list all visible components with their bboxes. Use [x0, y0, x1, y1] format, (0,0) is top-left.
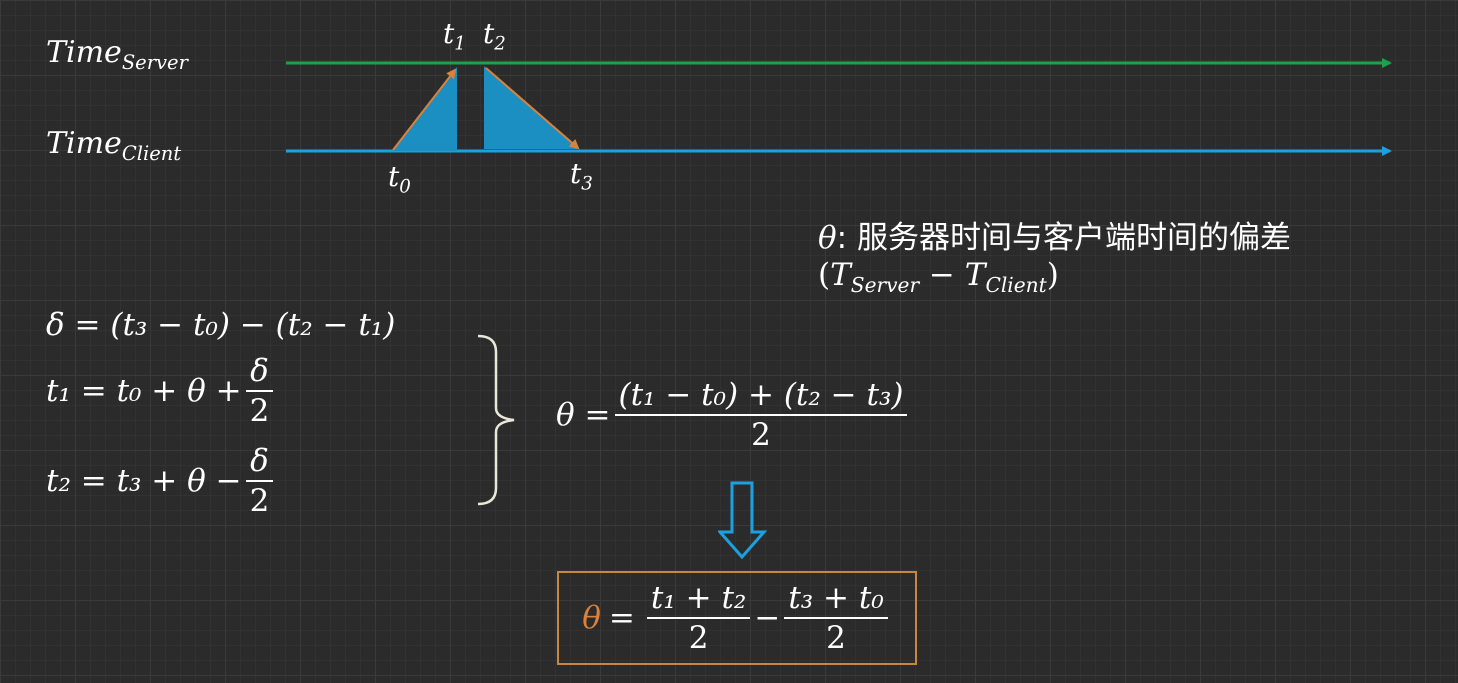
- theta-definition-expression: (TServer − TClient): [818, 257, 1059, 298]
- delta-over-two: δ 2: [246, 446, 274, 517]
- t3-label: t3: [570, 157, 593, 195]
- result-theta: θ: [582, 599, 601, 636]
- t1-equation: t₁ = t₀ + θ + δ 2: [46, 356, 277, 427]
- result-box: θ = t₁ + t₂ 2 − t₃ + t₀ 2: [557, 571, 917, 665]
- result-fraction-2: t₃ + t₀ 2: [784, 582, 888, 654]
- server-time-label: TimeServer: [46, 35, 188, 74]
- delta-equation: δ = (t₃ − t₀) − (t₂ − t₁): [46, 307, 396, 343]
- response-arrow: [485, 67, 580, 150]
- result-formula: θ = t₁ + t₂ 2 − t₃ + t₀ 2: [582, 582, 892, 654]
- theta-definition: θ: 服务器时间与客户端时间的偏差: [818, 220, 1291, 256]
- right-brace: [477, 334, 515, 506]
- t2-equation: t₂ = t₃ + θ − δ 2: [46, 446, 277, 517]
- down-arrow-icon: [718, 481, 768, 560]
- request-arrow: [392, 68, 457, 151]
- t2-label: t2: [483, 17, 506, 55]
- t0-label: t0: [388, 160, 411, 198]
- theta-formula: θ = (t₁ − t₀) + (t₂ − t₃) 2: [556, 380, 911, 451]
- result-fraction-1: t₁ + t₂ 2: [646, 582, 751, 654]
- client-time-label: TimeClient: [46, 126, 182, 165]
- theta-fraction: (t₁ − t₀) + (t₂ − t₃) 2: [614, 380, 908, 451]
- t1-label: t1: [443, 17, 466, 55]
- delta-over-two: δ 2: [246, 356, 274, 427]
